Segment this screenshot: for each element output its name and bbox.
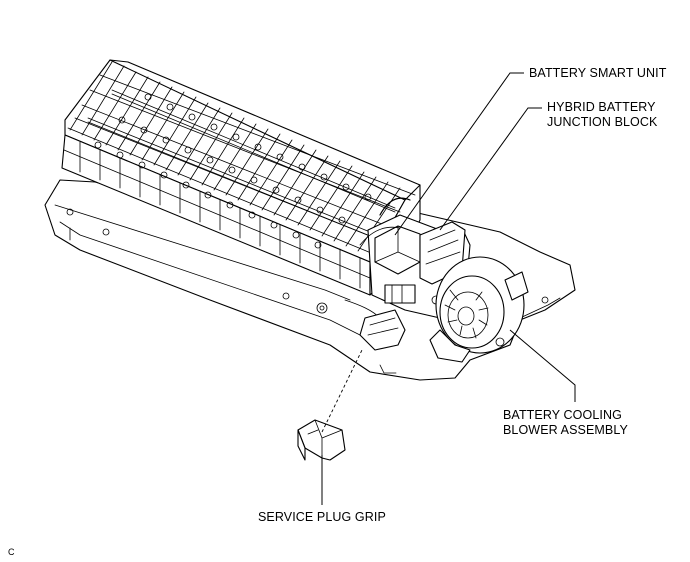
- blower-line1: BATTERY COOLING: [503, 408, 622, 422]
- battery-modules: [61, 59, 421, 296]
- label-battery-smart-unit: BATTERY SMART UNIT: [529, 66, 666, 81]
- battery-smart-unit-text: BATTERY SMART UNIT: [529, 66, 667, 80]
- figure-code: C: [8, 547, 15, 557]
- label-blower-assembly: BATTERY COOLING BLOWER ASSEMBLY: [503, 408, 628, 438]
- blower-line2: BLOWER ASSEMBLY: [503, 423, 628, 437]
- label-service-plug-grip: SERVICE PLUG GRIP: [258, 510, 386, 525]
- blower-assembly: [429, 256, 529, 363]
- label-junction-block: HYBRID BATTERY JUNCTION BLOCK: [547, 100, 657, 130]
- leader-battery-smart-unit: [394, 72, 524, 236]
- cell-terminals: [94, 93, 372, 249]
- junction-block-line2: JUNCTION BLOCK: [547, 115, 658, 129]
- leader-junction-block: [439, 107, 542, 231]
- junction-block-line1: HYBRID BATTERY: [547, 100, 656, 114]
- install-path-line: [321, 349, 363, 433]
- leader-blower: [509, 329, 576, 402]
- service-plug-grip-text: SERVICE PLUG GRIP: [258, 510, 386, 524]
- figure-code-text: C: [8, 547, 15, 557]
- service-plug-grip: [297, 419, 346, 461]
